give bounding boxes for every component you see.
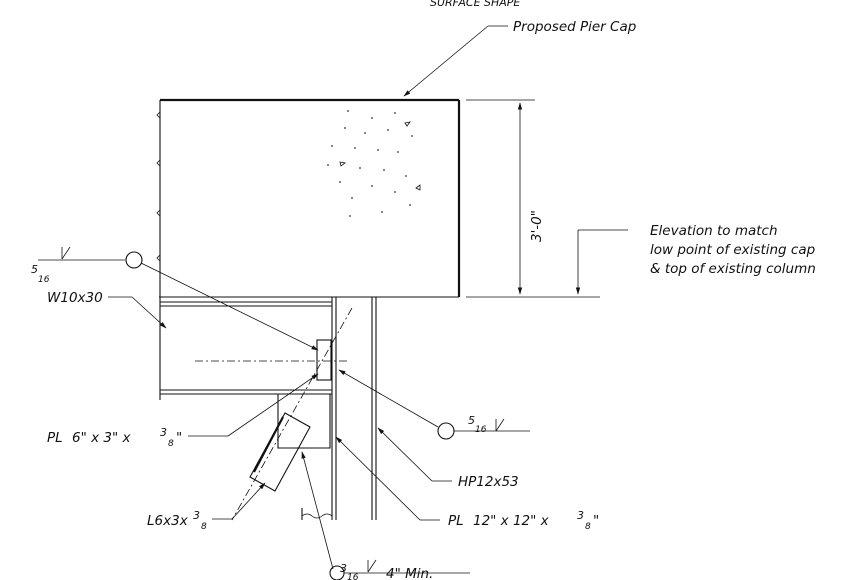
pile-callout: HP12x53 (377, 427, 519, 490)
large-plate-callout: PL 12" x 12" x 3 8 " (335, 436, 599, 532)
angle-num: 3 (193, 509, 200, 522)
weld-right-num: 5 (468, 414, 475, 427)
small-plate-label: 6" x 3" x (72, 430, 131, 446)
w10x30-beam: W10x30 (47, 290, 350, 400)
weld-symbol-upper: 5 16 (31, 246, 319, 351)
concrete-stipple (327, 110, 421, 217)
angle-label: L6x3x (147, 513, 189, 529)
angle-den: 8 (201, 522, 207, 532)
weld-bottom-num: 3 (340, 562, 347, 575)
angle-bracket (231, 307, 353, 521)
elevation-note-line-2: low point of existing cap (650, 242, 815, 258)
weld-symbol-right: 5 16 (338, 369, 530, 440)
weld-symbol-bottom: 3 16 4" Min. (301, 451, 470, 580)
large-plate-inch: " (593, 513, 599, 529)
beam-label: W10x30 (47, 290, 103, 306)
hp12x53-pile (301, 297, 377, 520)
large-plate-den: 8 (585, 522, 591, 532)
weld-right-den: 16 (475, 425, 487, 435)
pier-cap-callout: Proposed Pier Cap (403, 19, 636, 97)
large-plate-symbol: PL (448, 513, 464, 529)
weld-upper-den: 16 (38, 275, 50, 285)
small-plate (316, 339, 332, 381)
weld-bottom-length: 4" Min. (386, 566, 433, 580)
header-partial-text: SURFACE SHAPE (430, 0, 520, 9)
small-plate-inch: " (176, 430, 182, 446)
large-plate-num: 3 (577, 509, 584, 522)
large-plate-label: 12" x 12" x (473, 513, 550, 529)
large-plate (277, 394, 331, 449)
small-plate-symbol: PL (47, 430, 63, 446)
elevation-callout: Elevation to match low point of existing… (575, 223, 816, 295)
pile-label: HP12x53 (458, 474, 519, 490)
angle-callout: L6x3x 3 8 (147, 482, 266, 532)
weld-upper-num: 5 (31, 263, 38, 276)
cap-height-dimension: 3'-0" (466, 99, 600, 298)
elevation-note-line-3: & top of existing column (650, 261, 816, 277)
pier-cap (156, 98, 461, 298)
weld-bottom-den: 16 (347, 573, 359, 580)
small-plate-callout: PL 6" x 3" x 3 8 " (47, 373, 319, 449)
small-plate-num: 3 (160, 426, 167, 439)
cap-height-value: 3'-0" (529, 210, 545, 242)
pier-cap-label: Proposed Pier Cap (513, 19, 636, 35)
elevation-note-line-1: Elevation to match (650, 223, 778, 239)
small-plate-den: 8 (168, 439, 174, 449)
